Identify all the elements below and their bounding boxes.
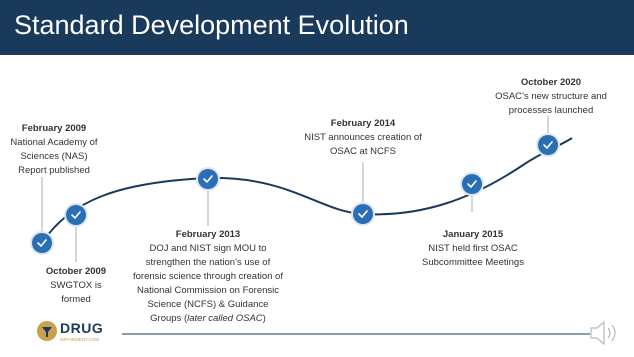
check-icon — [467, 180, 477, 189]
event-desc-italic: later called OSAC — [187, 313, 263, 324]
check-icon — [358, 210, 368, 219]
event-feb-2013: February 2013 DOJ and NIST sign MOU to s… — [132, 229, 284, 326]
event-oct-2009: October 2009 SWGTOX is formed — [26, 266, 126, 307]
marker-feb-2014 — [351, 202, 375, 226]
speaker-icon[interactable] — [588, 318, 624, 348]
marker-feb-2009 — [30, 231, 54, 255]
logo-subtext: IMPAIRMENT.COM — [60, 337, 100, 342]
event-desc: DOJ and NIST sign MOU to strengthen the … — [133, 243, 283, 324]
timeline-curve — [41, 137, 573, 244]
event-jan-2015: January 2015 NIST held first OSAC Subcom… — [412, 229, 534, 270]
title-bar: Standard Development Evolution — [0, 0, 634, 55]
event-date: January 2015 — [442, 229, 504, 240]
event-feb-2009: February 2009 National Academy of Scienc… — [6, 123, 102, 178]
logo-icon — [37, 321, 57, 341]
event-date: October 2009 — [45, 266, 107, 277]
event-date: February 2013 — [175, 229, 241, 240]
check-icon — [37, 239, 47, 248]
event-oct-2020: October 2020 OSAC’s new structure and pr… — [486, 77, 616, 118]
event-date: October 2020 — [520, 77, 582, 88]
marker-jan-2015 — [460, 172, 484, 196]
event-desc: National Academy of Sciences (NAS) Repor… — [10, 137, 98, 176]
event-desc-text: DOJ and NIST sign MOU to strengthen the … — [133, 243, 283, 324]
check-icon — [71, 211, 81, 220]
event-desc: SWGTOX is formed — [50, 280, 102, 305]
event-feb-2014: February 2014 NIST announces creation of… — [293, 118, 433, 159]
event-desc: NIST held first OSAC Subcommittee Meetin… — [422, 243, 524, 268]
slide-title: Standard Development Evolution — [14, 10, 409, 40]
marker-feb-2013 — [196, 167, 220, 191]
marker-oct-2009 — [64, 203, 88, 227]
marker-oct-2020 — [536, 133, 560, 157]
logo-text: DRUG — [60, 320, 104, 336]
check-icon — [203, 175, 213, 184]
check-icon — [543, 141, 553, 150]
event-date: February 2014 — [330, 118, 396, 129]
event-desc: OSAC’s new structure and processes launc… — [495, 91, 607, 116]
event-date: February 2009 — [21, 123, 87, 134]
event-desc: NIST announces creation of OSAC at NCFS — [304, 132, 422, 157]
